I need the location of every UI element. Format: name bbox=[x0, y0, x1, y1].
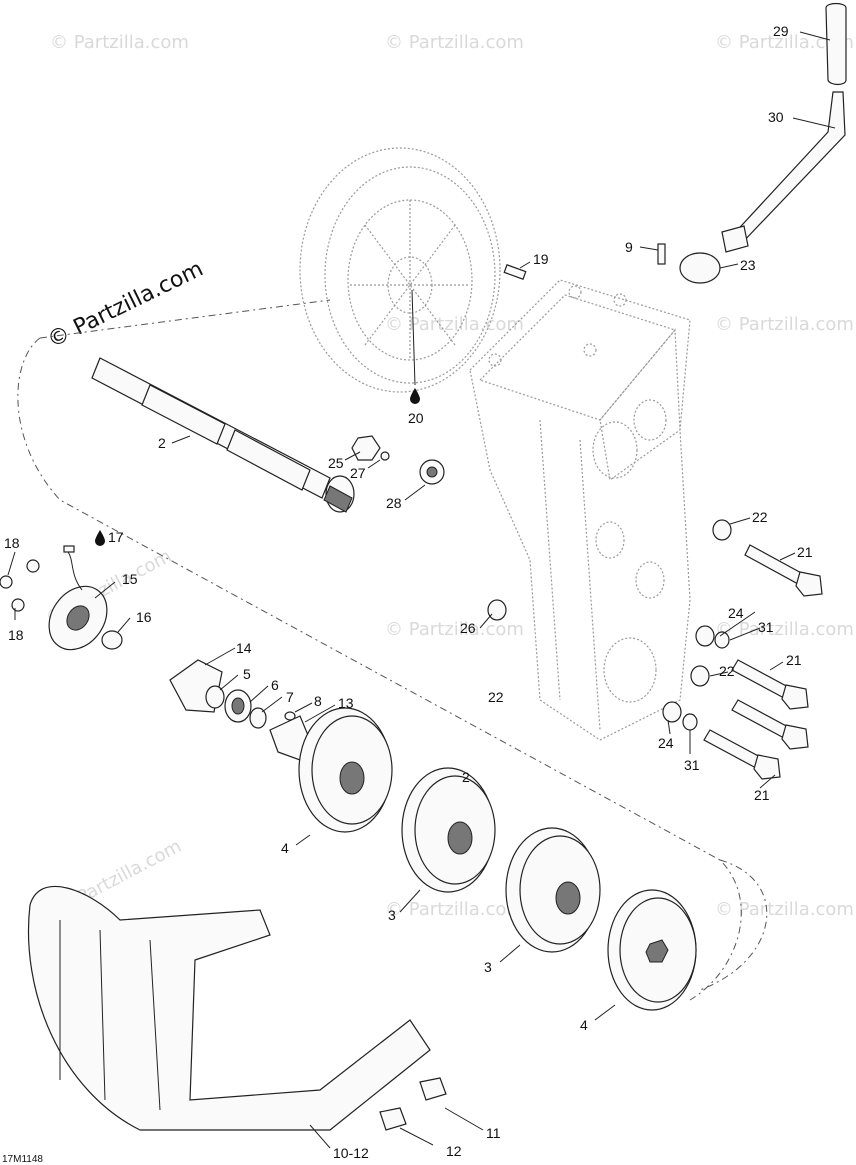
callout-22: 22 bbox=[752, 509, 768, 525]
diagram-code: 17M1148 bbox=[2, 1154, 43, 1165]
bolt-head bbox=[781, 684, 809, 710]
callout-3: 3 bbox=[388, 907, 396, 923]
lever-handle bbox=[721, 2, 847, 253]
watermark: © Partzilla.com bbox=[715, 899, 854, 920]
sprocket-hub bbox=[426, 466, 438, 478]
washer bbox=[682, 713, 698, 731]
main-watermark: © Partzilla.com bbox=[44, 256, 208, 353]
watermark: © Partzilla.com bbox=[715, 619, 854, 640]
nut bbox=[0, 575, 13, 589]
callout-3: 3 bbox=[484, 959, 492, 975]
drive-pulley bbox=[299, 147, 501, 393]
idler-wheel bbox=[607, 889, 697, 1011]
nut bbox=[26, 559, 40, 573]
callout-15: 15 bbox=[122, 571, 138, 587]
track-sprocket bbox=[298, 707, 393, 833]
bearing-cover-hub bbox=[66, 605, 90, 631]
callout-20: 20 bbox=[408, 410, 424, 426]
callout-25: 25 bbox=[328, 455, 344, 471]
callout-24: 24 bbox=[658, 735, 674, 751]
track-sprocket bbox=[505, 827, 601, 953]
callout-13: 13 bbox=[338, 695, 354, 711]
nut bbox=[351, 435, 381, 461]
drive-axle bbox=[91, 357, 355, 513]
callout-12: 12 bbox=[446, 1143, 462, 1159]
callout-23: 23 bbox=[740, 257, 756, 273]
washer bbox=[695, 625, 715, 647]
callout-2: 2 bbox=[158, 435, 166, 451]
callout-16: 16 bbox=[136, 609, 152, 625]
callout-10-12: 10-12 bbox=[333, 1145, 369, 1161]
watermark: © Partzilla.com bbox=[385, 314, 524, 335]
callout-21: 21 bbox=[786, 652, 802, 668]
track-path-outline bbox=[17, 299, 768, 1001]
callout-31: 31 bbox=[684, 757, 700, 773]
o-ring bbox=[205, 685, 225, 709]
watermark: © Partzilla.com bbox=[385, 899, 524, 920]
callout-22: 22 bbox=[488, 689, 504, 705]
leader-lines bbox=[7, 31, 836, 1149]
callout-4: 4 bbox=[580, 1017, 588, 1033]
speed-sensor bbox=[101, 630, 123, 650]
bearing-bore bbox=[231, 697, 245, 715]
callout-21: 21 bbox=[754, 787, 770, 803]
callout-31: 31 bbox=[758, 619, 774, 635]
callout-8: 8 bbox=[314, 693, 322, 709]
washer bbox=[487, 599, 507, 621]
callout-30: 30 bbox=[768, 109, 784, 125]
callout-9: 9 bbox=[625, 239, 633, 255]
callout-2: 2 bbox=[462, 769, 470, 785]
callout-14: 14 bbox=[236, 640, 252, 656]
bolt-head bbox=[795, 571, 823, 597]
track-clip bbox=[419, 1077, 447, 1101]
oil-drop-icon bbox=[95, 530, 105, 546]
callout-labels: 29 30 9 19 23 20 2 25 27 28 22 21 18 17 … bbox=[2, 23, 813, 1165]
callout-7: 7 bbox=[286, 689, 294, 705]
callout-26: 26 bbox=[460, 620, 476, 636]
track-sprocket bbox=[401, 767, 496, 893]
key bbox=[503, 264, 527, 280]
callout-29: 29 bbox=[773, 23, 789, 39]
callout-21: 21 bbox=[797, 544, 813, 560]
seal bbox=[249, 707, 267, 729]
handle-grommet bbox=[679, 252, 721, 284]
callout-19: 19 bbox=[533, 251, 549, 267]
bolt bbox=[703, 729, 763, 769]
bolt bbox=[731, 659, 791, 699]
chaincase-gearbox bbox=[469, 279, 691, 741]
o-ring-small bbox=[284, 711, 296, 721]
oil-drop-icon bbox=[410, 388, 420, 404]
washer bbox=[662, 701, 682, 723]
callout-28: 28 bbox=[386, 495, 402, 511]
bolt-head bbox=[781, 724, 809, 750]
watermark: © Partzilla.com bbox=[50, 32, 189, 53]
callout-11: 11 bbox=[486, 1125, 501, 1141]
callout-27: 27 bbox=[350, 465, 366, 481]
callout-17: 17 bbox=[108, 529, 124, 545]
callout-18: 18 bbox=[8, 627, 24, 643]
pin bbox=[657, 243, 666, 265]
callout-6: 6 bbox=[271, 677, 279, 693]
nut bbox=[11, 598, 25, 612]
fitting bbox=[63, 545, 75, 553]
callout-5: 5 bbox=[243, 666, 251, 682]
callout-24: 24 bbox=[728, 605, 744, 621]
washer bbox=[714, 631, 730, 649]
watermark: © Partzilla.com bbox=[385, 32, 524, 53]
washer bbox=[380, 451, 390, 461]
watermark: © Partzilla.com bbox=[715, 314, 854, 335]
watermark: © Partzilla.com bbox=[385, 619, 524, 640]
bolt-head bbox=[753, 754, 781, 780]
washer bbox=[690, 665, 710, 687]
callout-22: 22 bbox=[719, 663, 735, 679]
bolt bbox=[731, 699, 791, 739]
callout-18: 18 bbox=[4, 535, 20, 551]
washer bbox=[712, 519, 732, 541]
bolt bbox=[744, 544, 806, 586]
track-clip bbox=[379, 1107, 407, 1131]
track-belt bbox=[27, 886, 431, 1131]
callout-4: 4 bbox=[281, 840, 289, 856]
